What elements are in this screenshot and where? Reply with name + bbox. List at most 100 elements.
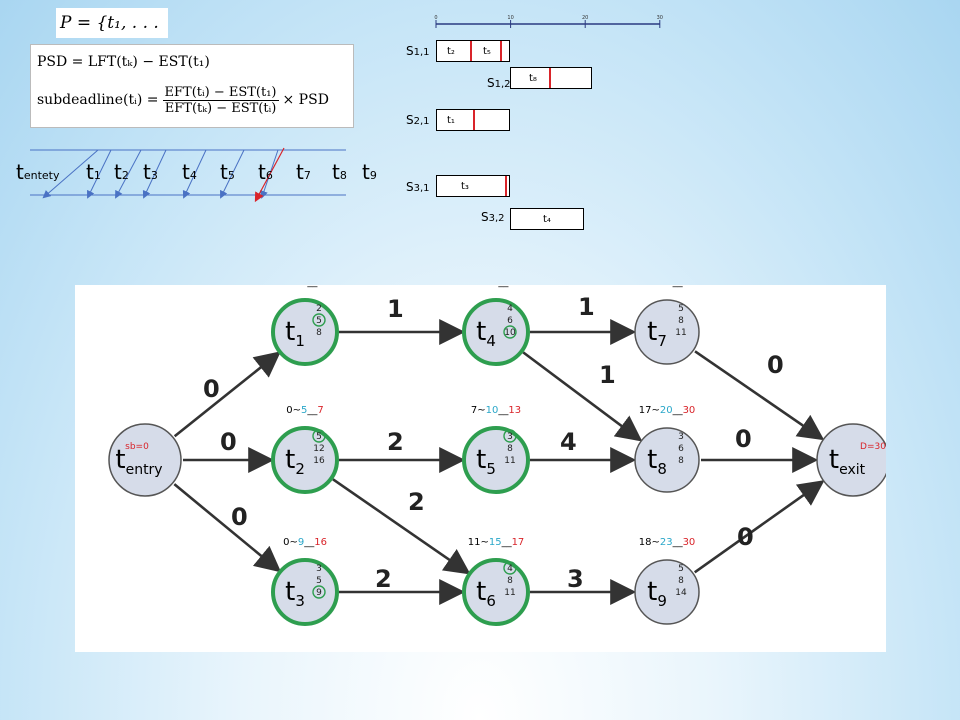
separator: __ (501, 537, 513, 548)
scheduled-task: t₂ (447, 46, 455, 57)
node-label-main: t (115, 445, 125, 475)
node-time-window: 17~20__30 (639, 405, 696, 416)
subdeadline-fraction: EFT(tᵢ) − EST(t₁) EFT(tₖ) − EST(tᵢ) (162, 85, 279, 116)
server-label-main: S (481, 210, 489, 224)
est-value: 17 (639, 285, 652, 288)
server-label-sub: 3,2 (488, 213, 505, 224)
sequence-token-0: tentety (16, 160, 60, 184)
node-value: 3 (316, 564, 322, 574)
node-value: 8 (678, 316, 684, 326)
node-label-sub: 8 (657, 460, 667, 478)
edge-entry-1 (173, 351, 281, 438)
separator: __ (497, 405, 509, 416)
token-sub: 1 (93, 169, 101, 182)
edge-weight: 2 (375, 565, 392, 593)
server-label-sub: 1,2 (494, 79, 511, 90)
node-label-sub: 3 (295, 592, 305, 610)
token-main: t (332, 160, 340, 184)
node-time-window: 0~5__6 (286, 285, 324, 288)
schedule-bar-3: t₃ (436, 175, 510, 197)
sequence-token-4: t4 (182, 160, 197, 184)
edge-weight: 0 (735, 425, 752, 453)
axis-tick-label: 30 (657, 15, 663, 21)
node-label: t3 (285, 577, 305, 610)
task-set-definition: P = {t₁, . . . , tₖ} (56, 8, 168, 63)
fraction-denominator: EFT(tₖ) − EST(tᵢ) (164, 100, 277, 116)
node-label: t5 (476, 445, 496, 478)
node-value: 5 (316, 316, 322, 326)
server-label-2: S2,1 (406, 113, 430, 127)
node-label-main: t (829, 445, 839, 475)
node-value: 5 (678, 304, 684, 314)
node-label: tentry (115, 445, 162, 478)
node-value: 14 (675, 588, 687, 598)
node-value: 11 (504, 456, 515, 466)
node-time-window: 7~10__13 (471, 405, 521, 416)
node-value: 11 (504, 588, 515, 598)
node-value: 4 (507, 564, 513, 574)
lft-value: 17 (512, 537, 525, 548)
server-label-3: S3,1 (406, 180, 430, 194)
node-value: 2 (316, 304, 322, 314)
lft-value: 30 (683, 405, 696, 416)
sequence-arrow (182, 149, 207, 199)
edge-weight: 1 (387, 295, 404, 323)
edge-entry-3 (173, 483, 282, 573)
server-label-sub: 2,1 (413, 116, 430, 127)
eft-value: 15 (489, 537, 502, 548)
eft-value: 22 (660, 285, 673, 288)
server-label-sub: 1,1 (413, 47, 430, 58)
node-t1: t12580~5__6 (271, 277, 339, 366)
scheduled-task: t₈ (529, 73, 537, 84)
edge-weight: 2 (408, 488, 425, 516)
token-sub: 2 (121, 169, 129, 182)
eft-value: 16 (486, 285, 499, 288)
est-value: 18 (639, 537, 652, 548)
node-value: 10 (504, 328, 516, 338)
sequence-arrow (87, 149, 112, 199)
edge-weight: 1 (578, 293, 595, 321)
node-label: t4 (476, 317, 496, 350)
axis-tick-label: 0 (434, 15, 437, 21)
separator: ~ (477, 405, 485, 416)
node-value: 11 (675, 328, 686, 338)
separator: ~ (651, 537, 659, 548)
sequence-token-7: t7 (296, 160, 311, 184)
server-label-4: S3,2 (481, 210, 505, 224)
node-value: 4 (507, 304, 513, 314)
node-circle (634, 299, 700, 365)
node-label-sub: exit (839, 462, 866, 478)
est-value: 7 (471, 405, 477, 416)
eft-value: 23 (660, 537, 673, 548)
psd-formula: PSD = LFT(tₖ) − EST(t₁) (37, 54, 210, 70)
node-label-sub: entry (126, 462, 163, 478)
node-label-main: t (647, 445, 657, 475)
server-label-1: S1,2 (487, 76, 511, 90)
node-t7: t7581117~22__30 (634, 277, 700, 365)
token-main: t (220, 160, 228, 184)
node-time-window: 0~5__7 (286, 405, 324, 416)
node-label-sub: 4 (486, 332, 496, 350)
time-axis: 0 10 20 30 (434, 15, 663, 28)
node-label-main: t (476, 445, 486, 475)
server-label-main: S (406, 113, 414, 127)
node-value: 8 (316, 328, 322, 338)
selected-value-ring (503, 429, 517, 443)
node-circle (462, 426, 530, 494)
est-value: 17 (639, 405, 652, 416)
node-label-main: t (476, 577, 486, 607)
sequence-arrow (115, 149, 142, 199)
server-label-0: S1,1 (406, 44, 430, 58)
axis-tick-label: 10 (507, 15, 513, 21)
node-circle (462, 558, 530, 626)
axis-tick-label: 20 (582, 15, 588, 21)
selected-value-ring (503, 325, 517, 339)
node-label-main: t (647, 577, 657, 607)
